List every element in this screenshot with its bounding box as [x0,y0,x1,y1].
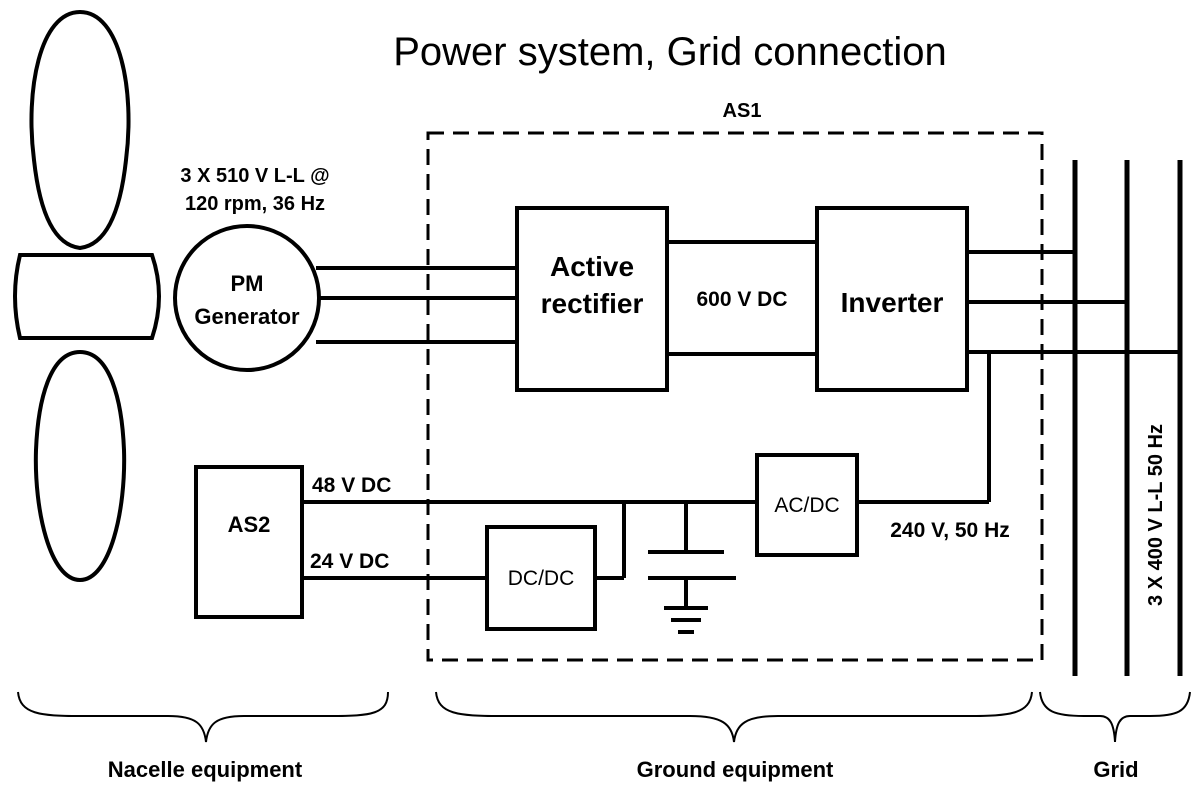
blade-top [29,9,131,251]
battery-ground-symbol [648,502,736,634]
generator-output-lines [316,266,517,344]
pm-generator-label-line2: Generator [194,304,300,329]
active-rectifier-label-line1: Active [550,251,634,282]
inverter-box [815,206,969,392]
as1-label: AS1 [723,100,762,122]
aux-ac-label: 240 V, 50 Hz [890,519,1009,542]
diagram-title: Power system, Grid connection [393,30,947,74]
ground-brace [435,691,1033,743]
dcdc-to-48v-link [595,502,626,580]
generator-rating-line2: 120 rpm, 36 Hz [185,193,325,215]
24v-dc-label: 24 V DC [310,550,389,573]
nacelle-section-label: Nacelle equipment [108,757,303,782]
section-braces [17,691,1191,743]
pm-generator-label-line1: PM [231,271,264,296]
active-rectifier-box [515,206,669,392]
pm-generator [173,224,321,372]
as2-box [194,465,304,619]
48v-dc-label: 48 V DC [312,474,391,497]
grid-voltage-label: 3 X 400 V L-L 50 Hz [1145,424,1167,606]
aux-ac-feed [857,352,991,504]
grid-brace [1039,691,1191,743]
dc-bus-label: 600 V DC [696,288,787,311]
inverter-label: Inverter [841,287,944,318]
nacelle-brace [17,691,389,743]
active-rectifier-label-line2: rectifier [541,288,644,319]
wind-turbine-rotor [13,9,161,583]
as1-boundary [426,131,1044,662]
as2-label: AS2 [228,512,271,537]
acdc-box [755,453,859,557]
dcdc-label: DC/DC [508,567,575,590]
acdc-label: AC/DC [774,494,839,517]
grid-section-label: Grid [1093,757,1138,782]
generator-rating-line1: 3 X 510 V L-L @ [180,165,329,187]
grid-bus-bars [1072,160,1183,676]
blade-bottom [33,349,127,583]
hub [13,253,161,340]
dc-bus-lines [667,240,817,356]
ground-section-label: Ground equipment [637,757,834,782]
